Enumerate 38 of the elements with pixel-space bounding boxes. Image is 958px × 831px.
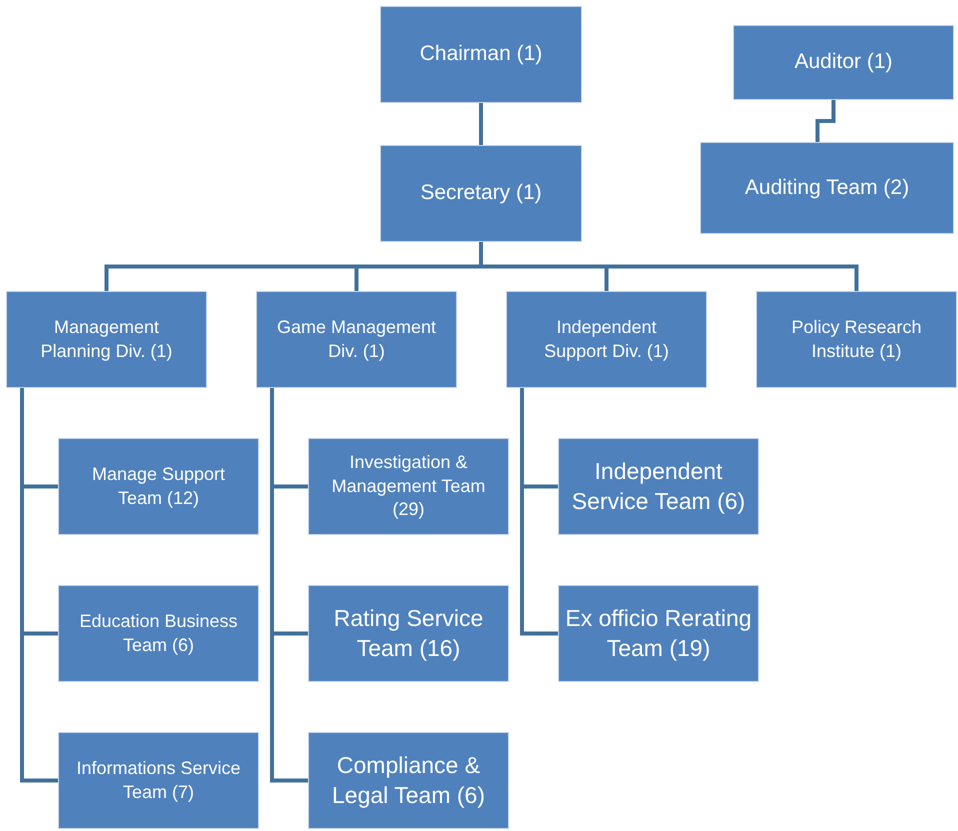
org-box — [380, 145, 582, 242]
org-box — [558, 438, 759, 535]
org-box — [380, 6, 582, 103]
box-label: Game Management Div. (1) — [276, 316, 438, 363]
box-label: Chairman (1) — [420, 41, 542, 68]
connector-line — [270, 388, 308, 782]
box-label: Policy Research Institute (1) — [790, 316, 923, 363]
box-label: Auditing Team (2) — [744, 174, 910, 201]
connector-line — [479, 242, 858, 291]
box-label: Education Business Team (6) — [78, 610, 239, 657]
connector-line — [20, 388, 58, 782]
box-label: Compliance & Legal Team (6) — [331, 750, 486, 810]
org-box — [308, 438, 509, 535]
org-box — [256, 291, 457, 388]
org-box — [700, 142, 954, 234]
org-box — [308, 585, 509, 682]
box-label: Informations Service Team (7) — [75, 757, 242, 804]
box-label: Auditor (1) — [794, 49, 893, 76]
box-label: Manage Support Team (12) — [90, 463, 226, 510]
org-box — [733, 25, 954, 100]
connector-line — [816, 100, 836, 142]
org-box — [58, 438, 259, 535]
org-box — [756, 291, 957, 388]
box-label: Management Planning Div. (1) — [40, 316, 174, 363]
box-label: Independent Service Team (6) — [570, 456, 746, 516]
box-label: Secretary (1) — [420, 180, 542, 206]
org-box — [58, 732, 259, 829]
box-label: Independent Support Div. (1) — [543, 316, 670, 363]
org-box — [506, 291, 707, 388]
org-box — [58, 585, 259, 682]
org-box — [558, 585, 759, 682]
box-label: Rating Service Team (16) — [332, 604, 484, 663]
connector-line — [479, 103, 483, 145]
box-label: Ex officio Rerating Team (19) — [564, 604, 753, 663]
org-box — [308, 732, 509, 829]
box-label: Investigation & Management Team (29) — [330, 451, 486, 522]
org-box — [6, 291, 207, 388]
connector-line — [520, 388, 558, 636]
